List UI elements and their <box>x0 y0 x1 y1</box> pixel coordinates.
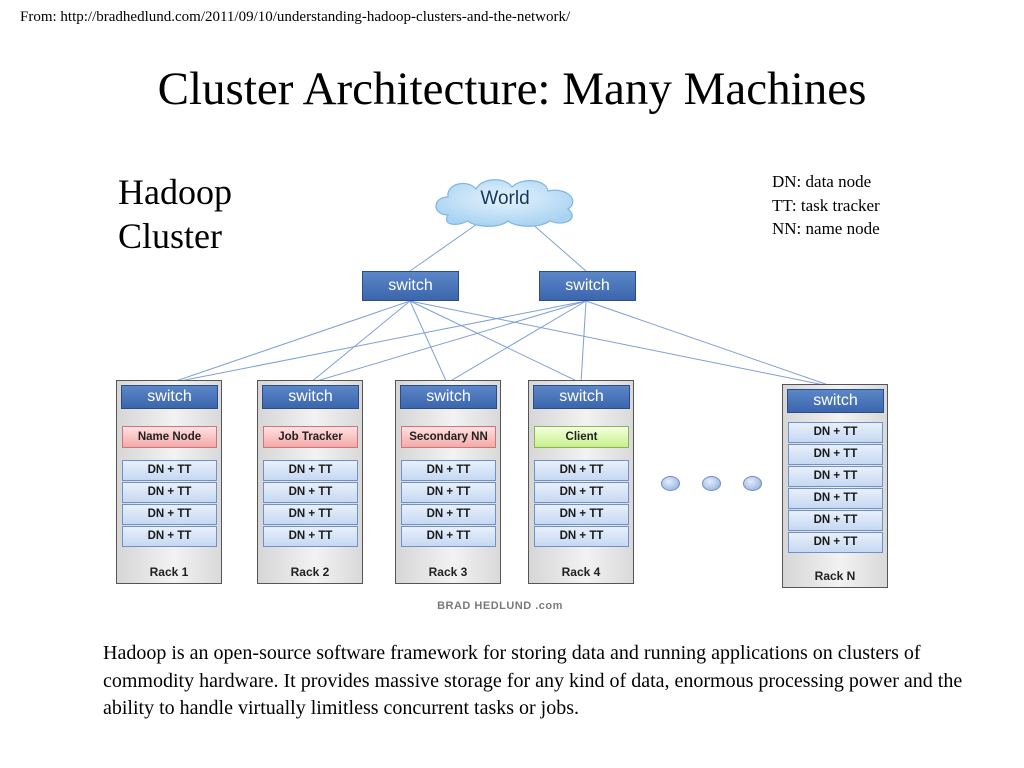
link-line <box>529 221 587 272</box>
link-line <box>169 300 411 384</box>
node-box: DN + TT <box>788 466 883 487</box>
legend: DN: data node TT: task tracker NN: name … <box>772 170 880 241</box>
rack: switch Secondary NN DN + TT DN + TT DN +… <box>395 380 501 584</box>
node-box: DN + TT <box>788 510 883 531</box>
node-box: DN + TT <box>122 504 217 525</box>
role-box: Secondary NN <box>401 426 496 448</box>
node-box: DN + TT <box>263 482 358 503</box>
slide-title: Cluster Architecture: Many Machines <box>157 63 867 115</box>
rack-switch: switch <box>121 385 218 409</box>
link-line <box>409 300 448 384</box>
cluster-label-line: Cluster <box>118 216 222 256</box>
link-line <box>409 221 481 272</box>
node-box: DN + TT <box>263 504 358 525</box>
node-box: DN + TT <box>263 526 358 547</box>
node-box: DN + TT <box>401 526 496 547</box>
rack-label: Rack 4 <box>561 565 601 579</box>
rack-switch: switch <box>533 385 630 409</box>
link-line <box>409 300 582 384</box>
rack-switch: switch <box>400 385 497 409</box>
rack-label: Rack N <box>814 569 856 583</box>
node-box: DN + TT <box>534 460 629 481</box>
node-box: DN + TT <box>401 460 496 481</box>
node-box: DN + TT <box>788 444 883 465</box>
cloud-icon <box>435 179 574 227</box>
ellipsis-dot <box>661 476 680 491</box>
image-credit: BRAD HEDLUND .com <box>437 600 563 612</box>
legend-item: NN: name node <box>772 219 880 238</box>
legend-item: TT: task tracker <box>772 195 880 215</box>
link-line <box>446 300 587 384</box>
cluster-label: Hadoop Cluster <box>118 170 232 258</box>
node-box: DN + TT <box>401 482 496 503</box>
world-cloud: World <box>428 175 582 227</box>
rack-label: Rack 2 <box>290 565 330 579</box>
node-box: DN + TT <box>534 526 629 547</box>
node-box: DN + TT <box>122 460 217 481</box>
legend-item: DN: data node <box>772 172 872 191</box>
link-line <box>409 300 835 388</box>
node-box: DN + TT <box>122 526 217 547</box>
source-citation: From: http://bradhedlund.com/2011/09/10/… <box>20 9 571 25</box>
link-line <box>580 300 587 384</box>
link-line <box>309 300 587 384</box>
node-box: DN + TT <box>534 482 629 503</box>
rack-label: Rack 1 <box>149 565 189 579</box>
node-box: DN + TT <box>788 532 883 553</box>
role-box: Job Tracker <box>263 426 358 448</box>
ellipsis-dot <box>743 476 762 491</box>
link-line <box>309 300 411 384</box>
role-box: Name Node <box>122 426 217 448</box>
node-box: DN + TT <box>401 504 496 525</box>
node-box: DN + TT <box>788 422 883 443</box>
node-box: DN + TT <box>534 504 629 525</box>
description-paragraph: Hadoop is an open-source software framew… <box>103 642 963 719</box>
cloud-label: World <box>480 188 530 209</box>
rack-label: Rack 3 <box>428 565 468 579</box>
ellipsis-dot <box>702 476 721 491</box>
rack-switch: switch <box>262 385 359 409</box>
cluster-label-line: Hadoop <box>118 172 232 212</box>
rack: switch Client DN + TT DN + TT DN + TT DN… <box>528 380 634 584</box>
rack: switch Job Tracker DN + TT DN + TT DN + … <box>257 380 363 584</box>
rack: switch DN + TT DN + TT DN + TT DN + TT D… <box>782 384 888 588</box>
core-switch-left: switch <box>362 271 459 301</box>
node-box: DN + TT <box>263 460 358 481</box>
rack-switch: switch <box>787 389 884 413</box>
rack: switch Name Node DN + TT DN + TT DN + TT… <box>116 380 222 584</box>
node-box: DN + TT <box>122 482 217 503</box>
node-box: DN + TT <box>788 488 883 509</box>
link-line <box>585 300 835 388</box>
core-switch-right: switch <box>539 271 636 301</box>
link-line <box>169 300 587 384</box>
role-box: Client <box>534 426 629 448</box>
